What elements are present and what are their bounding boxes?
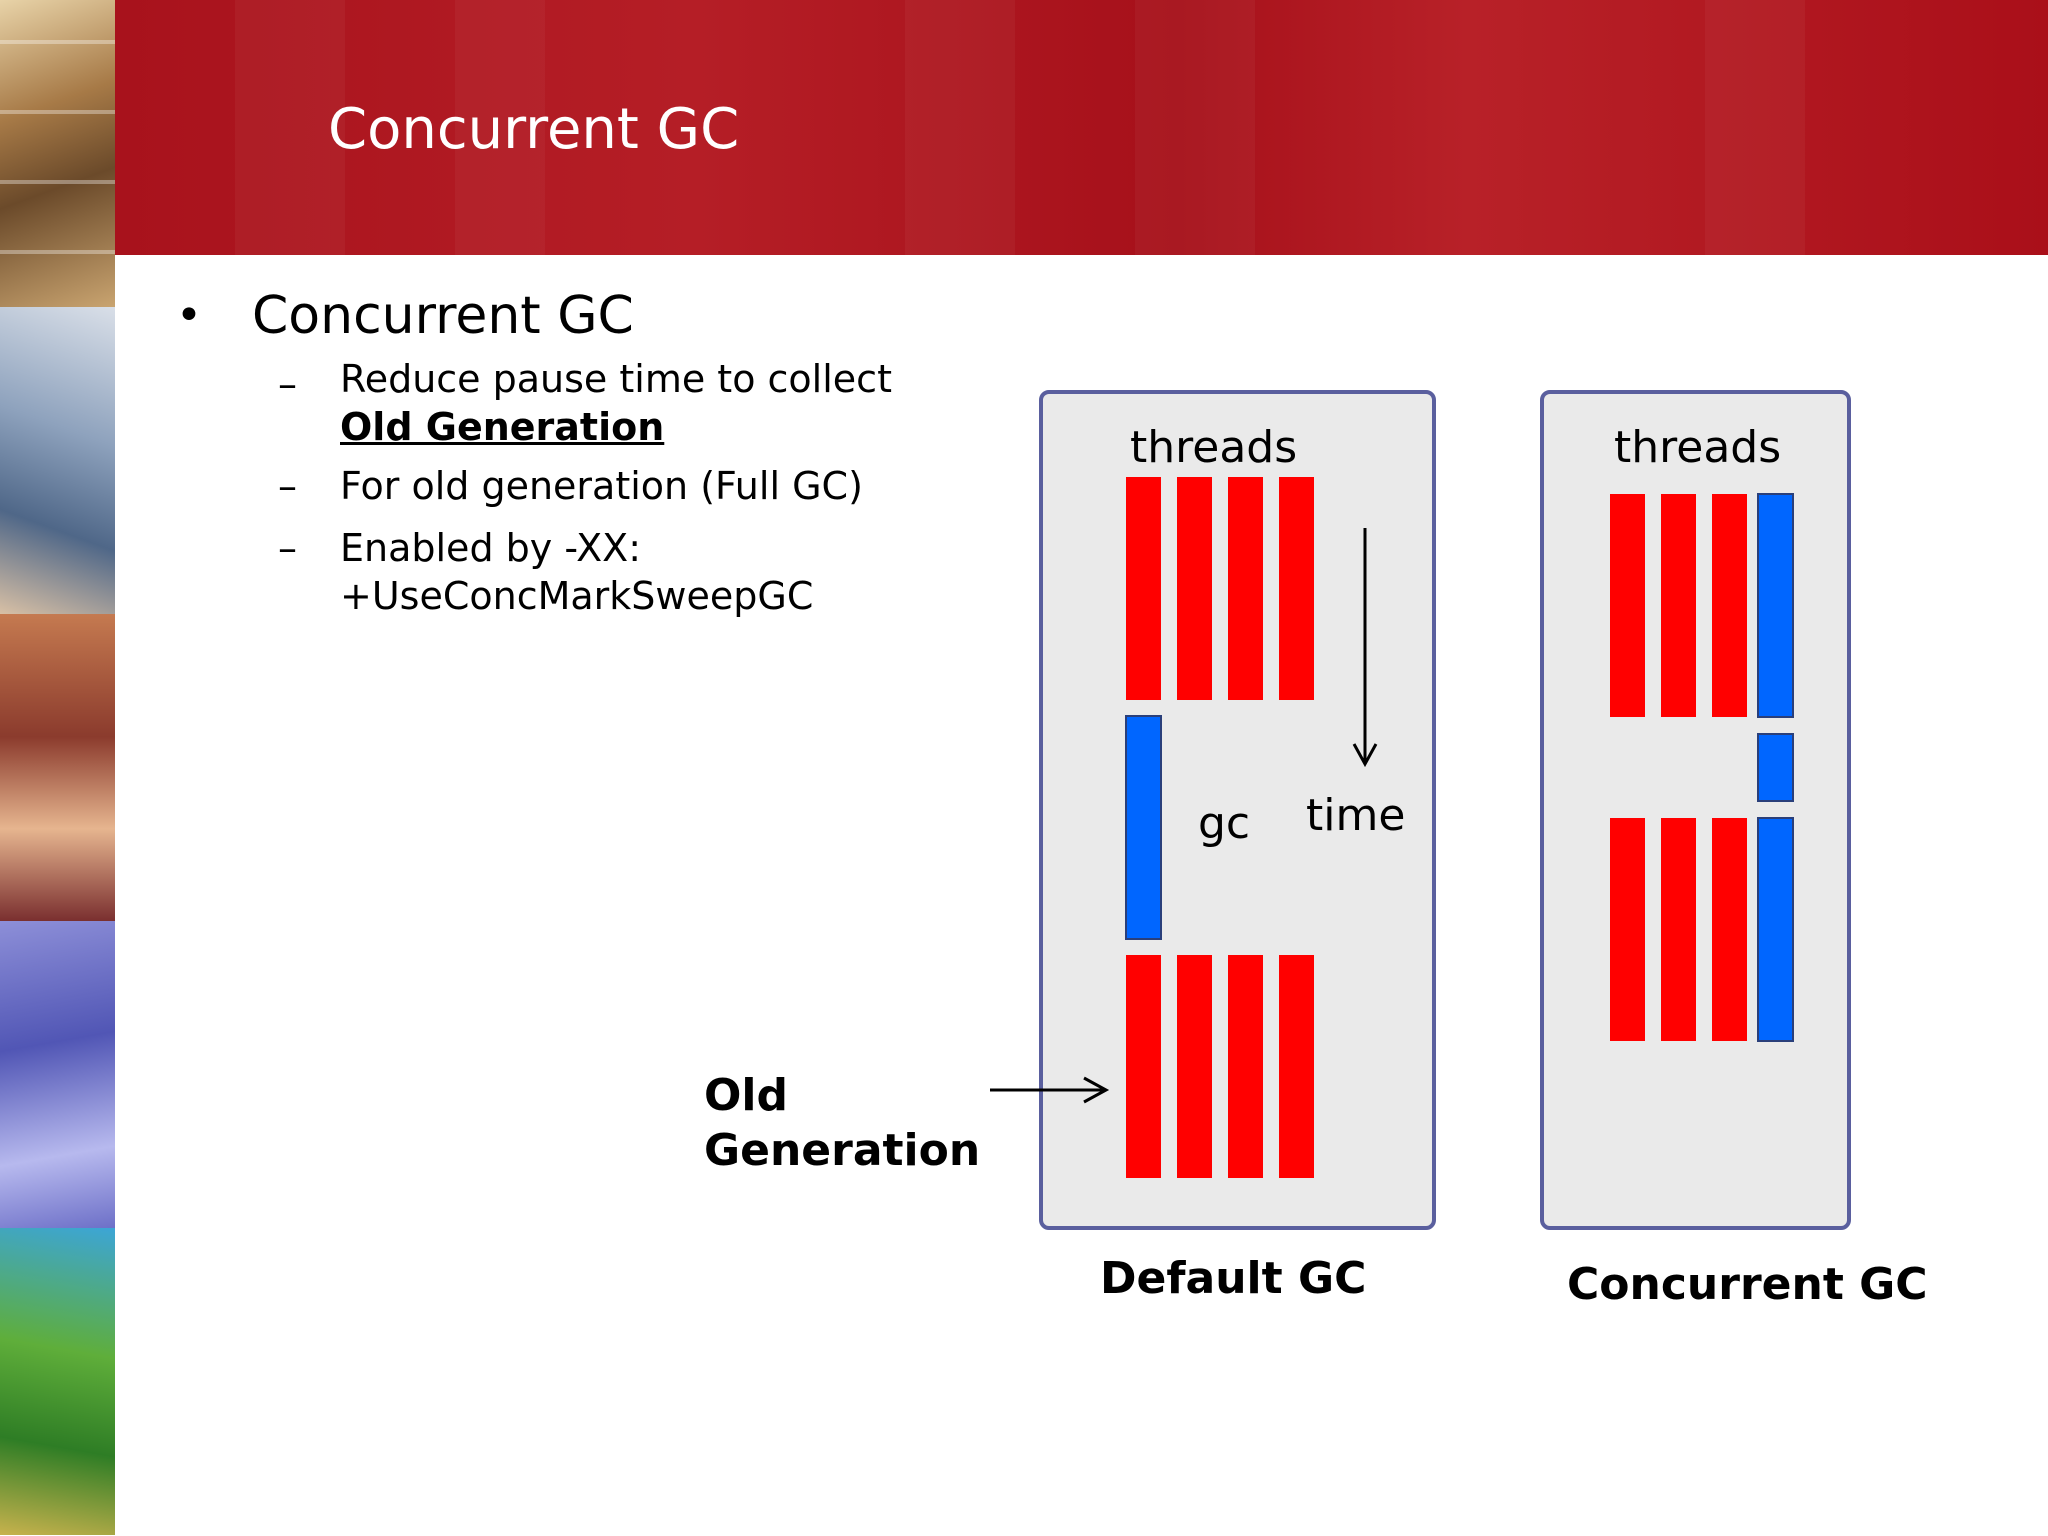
default-thread-bar	[1279, 955, 1314, 1178]
abstract-blue-photo	[0, 921, 115, 1228]
sub-bullet-1-text: Reduce pause time to collect	[340, 357, 892, 401]
time-arrow	[1352, 528, 1378, 768]
sub-bullet-3-text: Enabled by -XX:	[340, 526, 642, 570]
bullet-main: Concurrent GC	[252, 286, 634, 346]
sub-bullet-3-line2: +UseConcMarkSweepGC	[340, 574, 814, 618]
default-thread-bar	[1177, 477, 1212, 700]
calculator-photo	[0, 614, 115, 921]
concurrent-thread-bar	[1610, 494, 1645, 717]
concurrent-gc-bar	[1757, 817, 1794, 1042]
photo-strip	[0, 0, 115, 1536]
sub-bullet-3: Enabled by -XX: +UseConcMarkSweepGC	[340, 524, 980, 620]
concurrent-threads-label: threads	[1614, 422, 1782, 473]
concurrent-thread-bar	[1712, 818, 1747, 1041]
default-thread-bar	[1177, 955, 1212, 1178]
concurrent-gc-bar	[1757, 493, 1794, 718]
default-thread-bar	[1279, 477, 1314, 700]
sub-dash: –	[278, 362, 297, 406]
default-thread-bar	[1126, 955, 1161, 1178]
default-threads-label: threads	[1130, 422, 1298, 473]
concurrent-thread-bar	[1661, 494, 1696, 717]
concurrent-thread-bar	[1712, 494, 1747, 717]
sub-dash: –	[278, 464, 297, 508]
hands-photo	[0, 307, 115, 614]
default-thread-bar	[1228, 477, 1263, 700]
old-generation-label-line2: Generation	[704, 1125, 981, 1176]
default-gc-bar	[1125, 715, 1162, 940]
default-time-label: time	[1306, 790, 1406, 841]
concurrent-thread-bar	[1661, 818, 1696, 1041]
test-tubes-photo	[0, 1228, 115, 1535]
default-thread-bar	[1126, 477, 1161, 700]
bullet-dot: •	[176, 290, 202, 341]
slide-title: Concurrent GC	[328, 97, 740, 162]
sub-bullet-1: Reduce pause time to collect Old Generat…	[340, 355, 980, 451]
default-gc-caption: Default GC	[1100, 1253, 1367, 1304]
concurrent-thread-bar	[1610, 818, 1645, 1041]
old-generation-arrow	[990, 1076, 1110, 1104]
concurrent-gc-caption: Concurrent GC	[1567, 1259, 1928, 1310]
default-thread-bar	[1228, 955, 1263, 1178]
default-gc-label: gc	[1198, 798, 1251, 849]
sub-dash: –	[278, 526, 297, 570]
concurrent-gc-pause-bar	[1757, 733, 1794, 802]
warehouse-photo	[0, 0, 115, 307]
sub-bullet-1-emphasis: Old Generation	[340, 405, 665, 449]
old-generation-label-line1: Old	[704, 1070, 788, 1121]
sub-bullet-2: For old generation (Full GC)	[340, 464, 863, 508]
slide-header	[115, 0, 2048, 255]
